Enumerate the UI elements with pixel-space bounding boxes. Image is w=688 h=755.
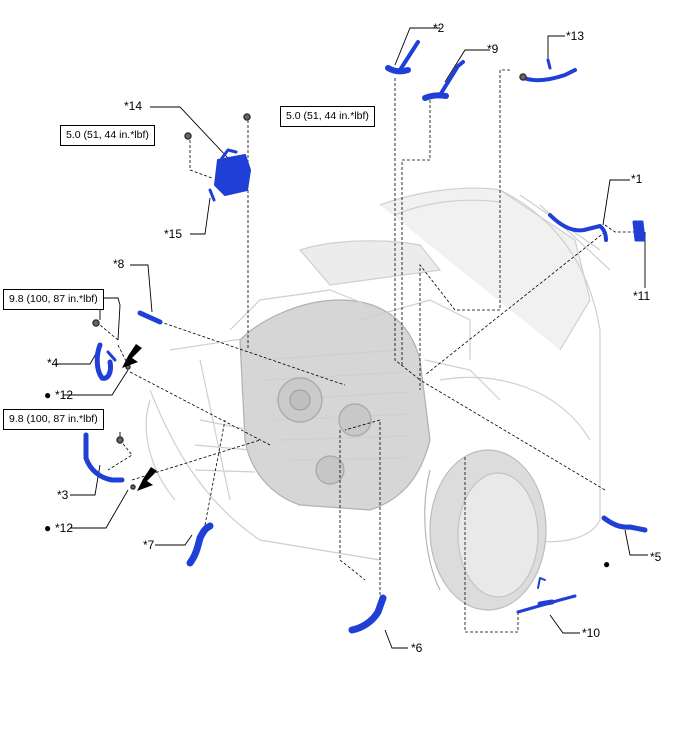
hose-part-2 <box>385 40 420 75</box>
bolt-hose-4-clamp <box>92 319 100 327</box>
callout-1: *1 <box>631 172 643 186</box>
arrow-down-left-icon <box>137 467 157 491</box>
callout-10: *10 <box>582 626 600 640</box>
hose-part-1 <box>548 213 608 242</box>
hose-part-3 <box>83 432 125 483</box>
callout-4: *4 <box>47 356 59 370</box>
hose-part-13 <box>522 58 577 83</box>
callout-15: *15 <box>164 227 182 241</box>
callout-labels: *2 *9 *13 *14 *15 *1 *8 *11 *4 ● *12 *3 … <box>44 21 662 655</box>
callout-12: *12 <box>55 521 73 535</box>
hose-part-9 <box>422 60 465 101</box>
fitting-hose-13-end <box>519 73 527 81</box>
non-reusable-mark: ● <box>44 521 51 535</box>
hose-part-6 <box>348 594 387 634</box>
clamp-12-lower <box>130 484 136 490</box>
non-reusable-mark: ● <box>603 557 610 571</box>
hose-part-7 <box>186 522 214 567</box>
nut-reservoir-top <box>243 113 251 121</box>
torque-spec-reservoir-bracket: 5.0 (51, 44 in.*lbf) <box>60 125 155 146</box>
callout-leader-lines <box>55 27 648 649</box>
callout-6: *6 <box>411 641 423 655</box>
vehicle-engine-illustration <box>145 187 611 611</box>
callout-3: *3 <box>57 488 69 502</box>
bolt-hose-3-clamp <box>116 436 124 444</box>
callout-11: *11 <box>633 289 650 303</box>
callout-9: *9 <box>487 42 499 56</box>
callout-13: *13 <box>566 29 584 43</box>
hose-part-4 <box>94 342 117 381</box>
clip-part-10 <box>537 577 546 589</box>
callout-12: *12 <box>55 388 73 402</box>
non-reusable-mark: ● <box>44 388 51 402</box>
hose-part-8 <box>137 310 163 325</box>
coolant-reservoir-14 <box>208 148 251 202</box>
bolt-reservoir-bracket <box>184 132 192 140</box>
torque-spec-hose-4-clamp: 9.8 (100, 87 in.*lbf) <box>3 289 104 310</box>
callout-5: *5 <box>650 550 662 564</box>
callout-14: *14 <box>124 99 142 113</box>
hose-part-5 <box>601 515 648 533</box>
torque-spec-hose-3-clamp: 9.8 (100, 87 in.*lbf) <box>3 409 104 430</box>
callout-8: *8 <box>113 257 125 271</box>
bracket-part-11 <box>632 220 646 242</box>
arrow-down-left-icon <box>122 344 142 368</box>
callout-2: *2 <box>433 21 445 35</box>
pipe-part-10 <box>516 594 577 614</box>
torque-spec-reservoir-top: 5.0 (51, 44 in.*lbf) <box>280 106 375 127</box>
coolant-parts <box>83 40 648 634</box>
callout-7: *7 <box>143 538 155 552</box>
dashed-leader-lines <box>99 69 635 633</box>
